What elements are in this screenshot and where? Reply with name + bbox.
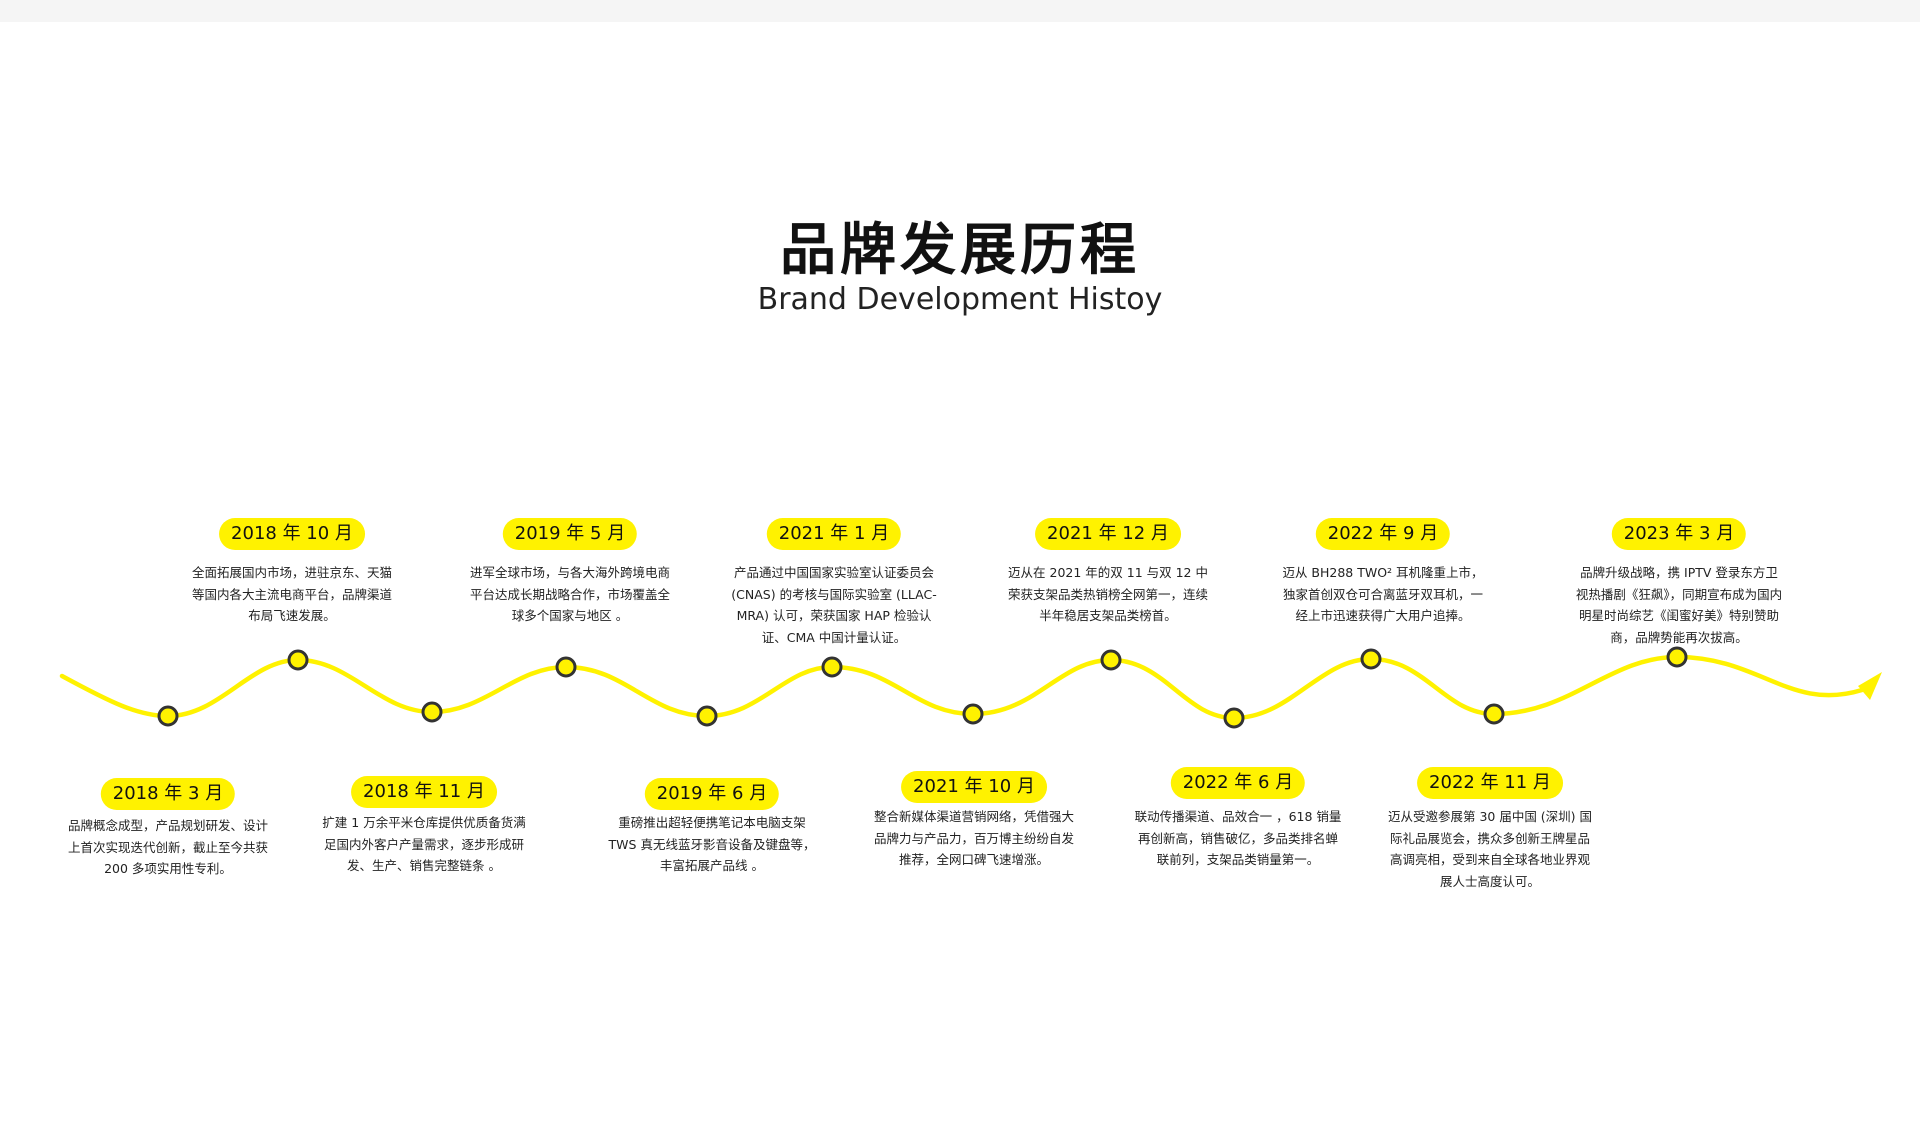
timeline-node	[421, 701, 443, 723]
timeline-node	[821, 656, 843, 678]
milestone-date-badge: 2019 年 5 月	[502, 518, 638, 550]
milestone-date-badge: 2021 年 1 月	[766, 518, 902, 550]
milestone-description: 进军全球市场，与各大海外跨境电商平台达成长期战略合作，市场覆盖全球多个国家与地区…	[469, 565, 670, 623]
milestone-description: 品牌升级战略，携 IPTV 登录东方卫视热播剧《狂飙》，同期宣布成为国内明星时尚…	[1575, 565, 1783, 645]
timeline-node	[1100, 649, 1122, 671]
milestone-date-badge: 2022 年 11 月	[1417, 767, 1563, 799]
milestone-date-badge: 2018 年 10 月	[219, 518, 365, 550]
timeline-node	[1360, 648, 1382, 670]
milestone-date-badge: 2018 年 3 月	[100, 778, 236, 810]
timeline-curve	[59, 654, 1865, 721]
milestone-date-badge: 2022 年 6 月	[1170, 767, 1306, 799]
milestone-description: 产品通过中国国家实验室认证委员会 (CNAS) 的考核与国际实验室 (LLAC-…	[731, 565, 937, 645]
milestone-date-badge: 2022 年 9 月	[1315, 518, 1451, 550]
milestone-description: 迈从 BH288 TWO² 耳机隆重上市，独家首创双仓可合离蓝牙双耳机，一经上市…	[1282, 565, 1484, 623]
milestone-date-badge: 2021 年 10 月	[901, 771, 1047, 803]
milestone-date-badge: 2021 年 12 月	[1035, 518, 1181, 550]
timeline-node	[962, 703, 984, 725]
milestone-description: 品牌概念成型，产品规划研发、设计上首次实现迭代创新，截止至今共获 200 多项实…	[67, 818, 268, 876]
milestone-description: 迈从在 2021 年的双 11 与双 12 中荣获支架品类热销榜全网第一，连续半…	[1007, 565, 1208, 623]
timeline-node	[696, 705, 718, 727]
timeline-node	[1666, 646, 1688, 668]
milestone-description: 整合新媒体渠道营销网络，凭借强大品牌力与产品力，百万博主纷纷自发推荐，全网口碑飞…	[873, 809, 1074, 867]
milestone-description: 迈从受邀参展第 30 届中国 (深圳) 国际礼品展览会，携众多创新王牌星品高调亮…	[1387, 809, 1593, 889]
top-bar	[0, 0, 1920, 22]
milestone-description: 扩建 1 万余平米仓库提供优质备货满足国内外客户产量需求，逐步形成研发、生产、销…	[322, 815, 526, 873]
timeline-node	[1223, 707, 1245, 729]
timeline-node	[157, 705, 179, 727]
timeline-node	[1483, 703, 1505, 725]
timeline-node	[287, 649, 309, 671]
page-title: 品牌发展历程	[780, 218, 1140, 283]
milestone-description: 全面拓展国内市场，进驻京东、天猫等国内各大主流电商平台，品牌渠道布局飞速发展。	[191, 565, 392, 623]
milestone-date-badge: 2019 年 6 月	[644, 778, 780, 810]
milestone-description: 重磅推出超轻便携笔记本电脑支架 TWS 真无线蓝牙影音设备及键盘等，丰富拓展产品…	[608, 815, 816, 873]
milestone-date-badge: 2018 年 11 月	[351, 776, 497, 808]
timeline-node	[555, 656, 577, 678]
milestone-description: 联动传播渠道、品效合一 ，618 销量再创新高，销售破亿，多品类排名蝉联前列，支…	[1134, 809, 1342, 867]
page-subtitle: Brand Development Histoy	[757, 282, 1163, 317]
milestone-date-badge: 2023 年 3 月	[1611, 518, 1747, 550]
timeline-arrow-icon	[1858, 672, 1882, 700]
